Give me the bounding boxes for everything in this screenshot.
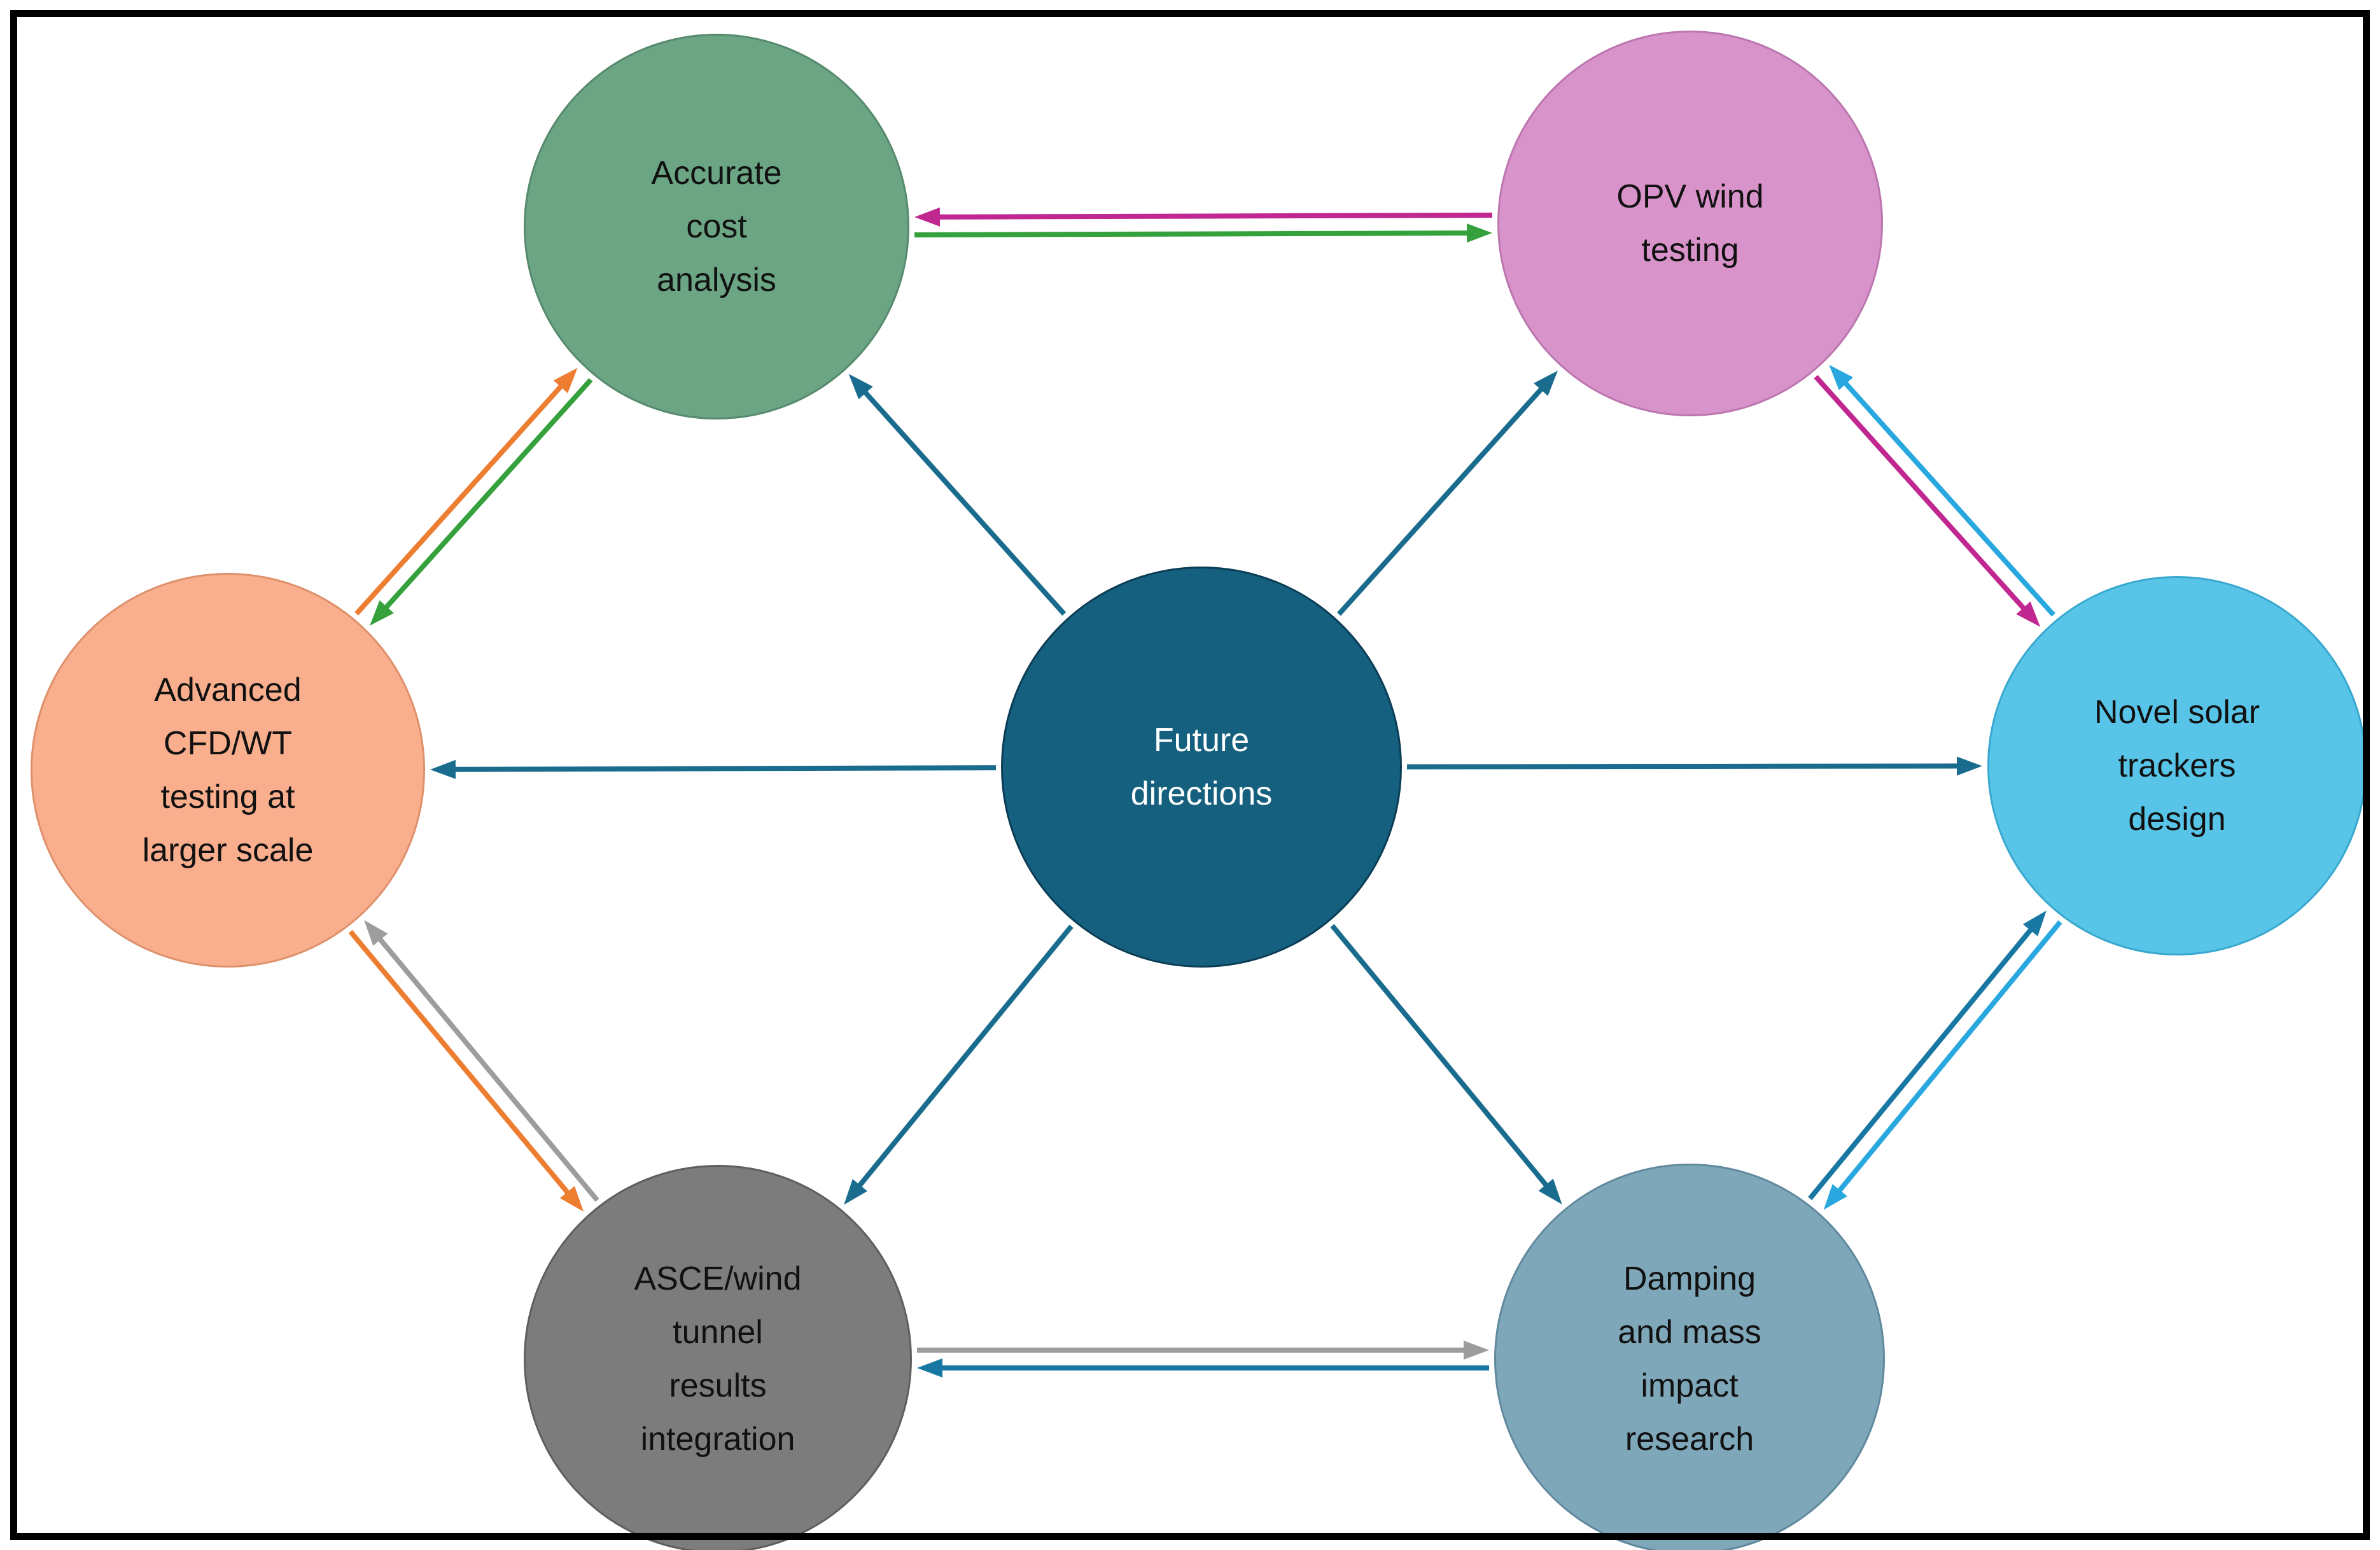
edge-line	[354, 382, 565, 616]
arrowhead	[2016, 601, 2041, 627]
edge-line	[861, 388, 1067, 616]
arrowhead	[2022, 910, 2047, 936]
edge-line	[935, 213, 1493, 220]
edge-line	[348, 929, 572, 1197]
edge-novel-damping-arrow	[1823, 920, 2062, 1210]
arrowhead	[1823, 1184, 1847, 1210]
arrowhead	[553, 367, 578, 393]
arrowhead	[1538, 1178, 1562, 1204]
arrowhead	[430, 759, 456, 779]
edge-advanced-asce-arrow	[348, 929, 584, 1212]
edge-line	[375, 935, 599, 1202]
edge-future-novel-arrow	[1406, 756, 1982, 776]
edge-damping-asce-arrow	[917, 1358, 1489, 1377]
edge-future-damping-arrow	[1330, 924, 1562, 1204]
edge-line	[1814, 375, 2028, 613]
edge-future-accurate-arrow	[848, 374, 1067, 616]
arrowhead	[1534, 370, 1558, 396]
arrowhead	[364, 920, 388, 946]
edge-line	[1835, 920, 2062, 1195]
edge-novel-opv-arrow	[1829, 365, 2055, 617]
edge-line	[1330, 924, 1550, 1190]
edge-future-advanced-arrow	[430, 759, 997, 779]
edge-line	[451, 765, 997, 772]
arrowhead	[914, 207, 940, 227]
edge-line	[855, 924, 1074, 1190]
edge-advanced-accurate-arrow	[354, 367, 578, 616]
edge-opv-accurate-arrow	[914, 207, 1493, 227]
edge-line	[1808, 926, 2035, 1201]
edge-damping-novel-arrow	[1808, 910, 2047, 1201]
arrowhead	[1467, 223, 1492, 243]
edge-future-asce-arrow	[844, 924, 1074, 1205]
edge-opv-novel-arrow	[1814, 375, 2041, 627]
edge-asce-advanced-arrow	[364, 920, 599, 1202]
arrowhead	[559, 1186, 584, 1212]
arrowhead	[1829, 365, 1854, 390]
edge-future-opv-arrow	[1337, 370, 1558, 616]
arrowhead	[1464, 1341, 1489, 1360]
arrowhead	[844, 1179, 867, 1205]
edge-accurate-opv-arrow	[914, 223, 1492, 243]
edge-accurate-advanced-arrow	[370, 377, 593, 626]
edge-line	[382, 377, 593, 612]
edge-line	[1841, 379, 2055, 617]
arrowhead	[370, 600, 394, 626]
arrowhead	[848, 374, 873, 400]
arrowhead	[1957, 756, 1982, 776]
edge-asce-damping-arrow	[917, 1341, 1489, 1360]
edge-line	[1337, 384, 1546, 616]
arrowhead	[917, 1358, 942, 1377]
edge-line	[914, 230, 1471, 237]
